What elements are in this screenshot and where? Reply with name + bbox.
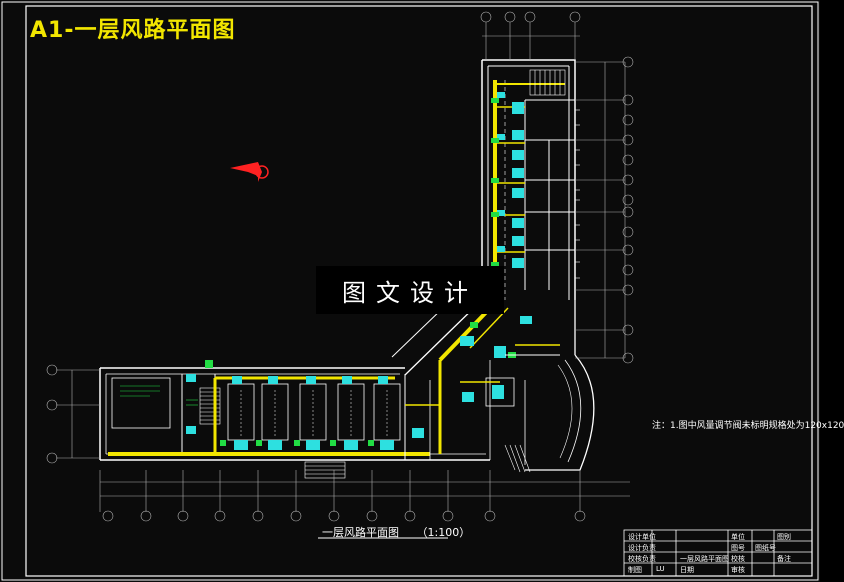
outer-frame (1, 1, 819, 581)
design-note: 注：1.图中风量调节阀未标明规格处为120x120 (652, 421, 844, 431)
plan-scale: （1:100） (416, 526, 471, 539)
floor-plan-drawing (1, 1, 819, 581)
page-title: A1-一层风路平面图 (30, 18, 236, 43)
title-block-cell: 一层风路平面图 (680, 555, 729, 563)
title-block-cell: LU (656, 565, 665, 573)
grid-axes (46, 11, 634, 539)
plan-caption: 一层风路平面图 （1:100） (322, 524, 470, 540)
vertical-wing (481, 59, 580, 300)
plan-caption-text: 一层风路平面图 (322, 526, 399, 539)
title-block-cell: 设计负责 (628, 544, 656, 552)
title-block-cell: 图纸号 (755, 544, 776, 552)
title-block-cell: 制图 (628, 566, 642, 574)
title-block-cell: 备注 (777, 555, 791, 563)
title-block-cell: 校核 (731, 555, 745, 563)
title-block-cell: 校核负责 (628, 555, 656, 563)
north-arrow (230, 162, 269, 182)
curved-lobby (460, 354, 595, 473)
title-block-cell: 单位 (731, 533, 745, 541)
inner-frame (25, 5, 813, 577)
title-block-cell: 日期 (680, 566, 694, 574)
title-block (623, 529, 813, 577)
title-block-cell: 审核 (731, 566, 745, 574)
horizontal-wing (99, 360, 490, 479)
title-block-cell: 图号 (731, 544, 745, 552)
watermark-banner: 图文设计 (316, 266, 504, 314)
title-block-cell: 设计单位 (628, 533, 656, 541)
title-block-cell: 图别 (777, 533, 791, 541)
